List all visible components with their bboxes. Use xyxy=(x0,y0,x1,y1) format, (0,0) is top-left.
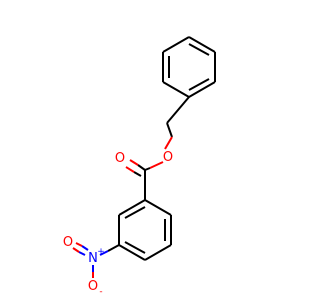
bond xyxy=(118,199,146,216)
carbonyl-double-bond xyxy=(125,166,135,173)
nitro-double-bond xyxy=(78,251,86,256)
carbonyl-double-bond xyxy=(129,159,139,166)
phenyl-ring xyxy=(162,36,216,98)
bond xyxy=(188,36,216,53)
nitro-single-oxygen-label: O xyxy=(88,279,98,294)
aromatic-inner-bond xyxy=(188,78,210,91)
ethylene-linker xyxy=(166,96,190,138)
bond xyxy=(118,244,146,261)
structural-formula: O O N + O O - xyxy=(63,36,216,297)
ether-bond-to-ch2 xyxy=(164,136,173,150)
nitro-double-bond xyxy=(75,242,83,247)
bond xyxy=(162,36,190,53)
aromatic-inner-bond xyxy=(188,43,210,56)
ester-group xyxy=(125,136,173,200)
carbonyl-double-bond xyxy=(137,164,146,171)
bond xyxy=(166,122,173,138)
bond xyxy=(107,244,120,252)
aromatic-inner-bond xyxy=(124,241,146,254)
bond xyxy=(144,167,151,171)
bond xyxy=(144,244,172,261)
nitro-oxygen-charge: - xyxy=(99,287,102,297)
aromatic-inner-bond xyxy=(124,206,146,219)
bond xyxy=(99,250,109,256)
bond xyxy=(188,81,216,98)
carbonyl-oxygen-label: O xyxy=(115,151,125,166)
carbonyl-double-bond xyxy=(133,171,142,177)
ether-bond-to-carbonyl xyxy=(149,161,164,169)
ester-ether-oxygen-label: O xyxy=(163,150,173,165)
nitro-nitrogen-label: N xyxy=(88,251,98,266)
nitro-double-bond xyxy=(72,247,80,253)
bond xyxy=(162,81,190,98)
nitrobenzene-ring xyxy=(118,199,172,261)
bond xyxy=(144,199,172,216)
nitro-double-oxygen-label: O xyxy=(63,235,73,250)
nitro-group xyxy=(72,242,120,278)
nitro-nitrogen-charge: + xyxy=(97,247,105,257)
nitro-double-bond xyxy=(81,245,89,251)
bond xyxy=(166,96,190,124)
